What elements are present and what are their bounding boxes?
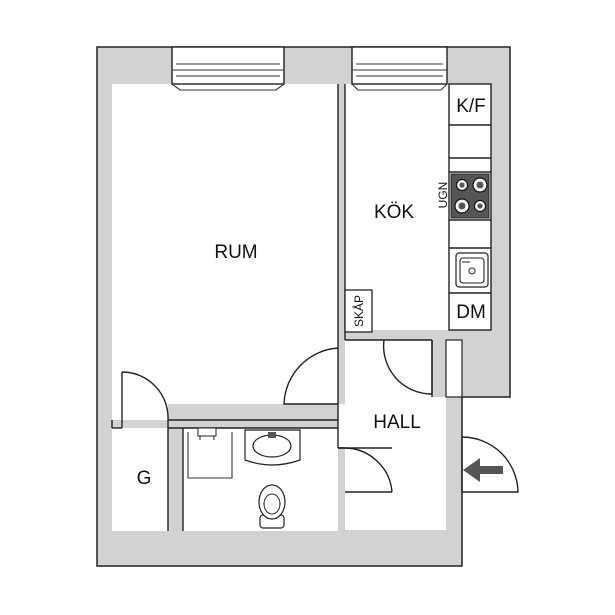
wardrobe (344, 289, 373, 333)
stove-icon (450, 173, 490, 219)
door-closet (121, 371, 169, 428)
window-right (351, 46, 448, 91)
toilet-icon (258, 484, 286, 529)
fixture-label-oven: UGN (436, 182, 450, 209)
floors (112, 84, 491, 531)
door-bathroom (338, 447, 393, 493)
kitchen-sink-icon (455, 252, 489, 288)
shower-area (187, 427, 233, 479)
rum-floor (112, 84, 338, 420)
closet-floor (112, 428, 168, 531)
sink-icon (244, 429, 301, 466)
fixture-label-fridge-freezer: K/F (456, 96, 486, 117)
window-left (171, 46, 285, 91)
room-label-rum: RUM (214, 242, 257, 263)
fixture-label-wardrobe: SKÅP (351, 295, 366, 327)
interior-walls (111, 84, 433, 531)
door-rum-hall (283, 347, 339, 405)
room-label-hall: HALL (373, 412, 421, 433)
room-label-kok: KÖK (374, 202, 414, 223)
doors (121, 339, 519, 493)
hall-floor (338, 340, 446, 530)
entrance-jamb (445, 339, 463, 398)
entrance-arrow-icon (463, 458, 503, 482)
door-entrance (461, 436, 519, 493)
room-label-closet: G (137, 468, 152, 489)
door-kok-hall (382, 339, 433, 395)
fixture-label-dishwasher: DM (456, 302, 486, 323)
